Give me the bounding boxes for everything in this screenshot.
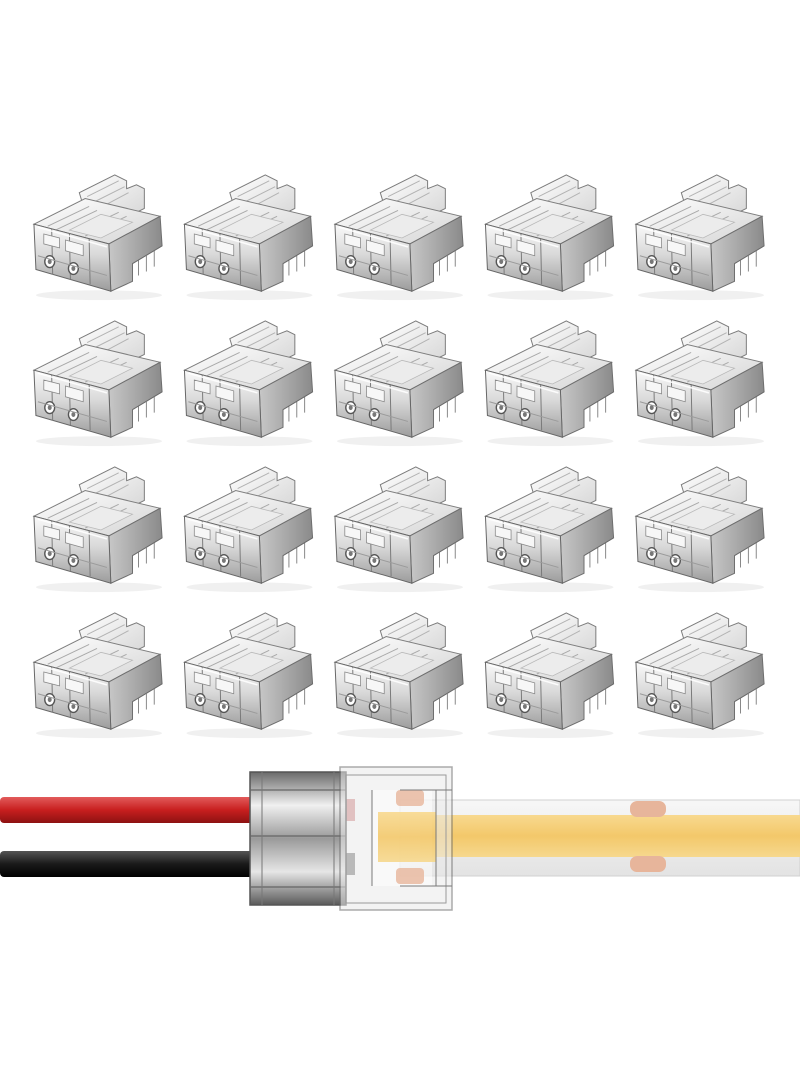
connector-item xyxy=(334,612,464,739)
solder-pad xyxy=(630,856,666,872)
connector-item xyxy=(183,320,314,447)
led-strip xyxy=(399,799,800,877)
connector-item xyxy=(484,612,615,739)
connector-item xyxy=(183,174,314,301)
connector-item xyxy=(334,466,464,593)
connector-item xyxy=(183,612,314,739)
metal-sleeve xyxy=(249,771,347,906)
connector-item xyxy=(635,466,765,593)
connector-item xyxy=(183,466,314,593)
red-wire xyxy=(0,797,262,823)
connector-item xyxy=(484,174,615,301)
connector-item xyxy=(33,612,163,739)
connector-item xyxy=(33,466,163,593)
connector-item xyxy=(33,174,163,301)
clip-housing xyxy=(339,766,453,911)
connector-item xyxy=(635,612,765,739)
solder-pad xyxy=(630,801,666,817)
connector-item xyxy=(33,320,163,447)
connector-item xyxy=(484,466,615,593)
connector-grid xyxy=(33,174,765,739)
connector-item xyxy=(484,320,615,447)
connector-item xyxy=(334,174,464,301)
connector-item xyxy=(334,320,464,447)
connector-item xyxy=(635,320,765,447)
black-wire xyxy=(0,851,262,877)
connector-demo xyxy=(0,766,800,911)
connector-item xyxy=(635,174,765,301)
